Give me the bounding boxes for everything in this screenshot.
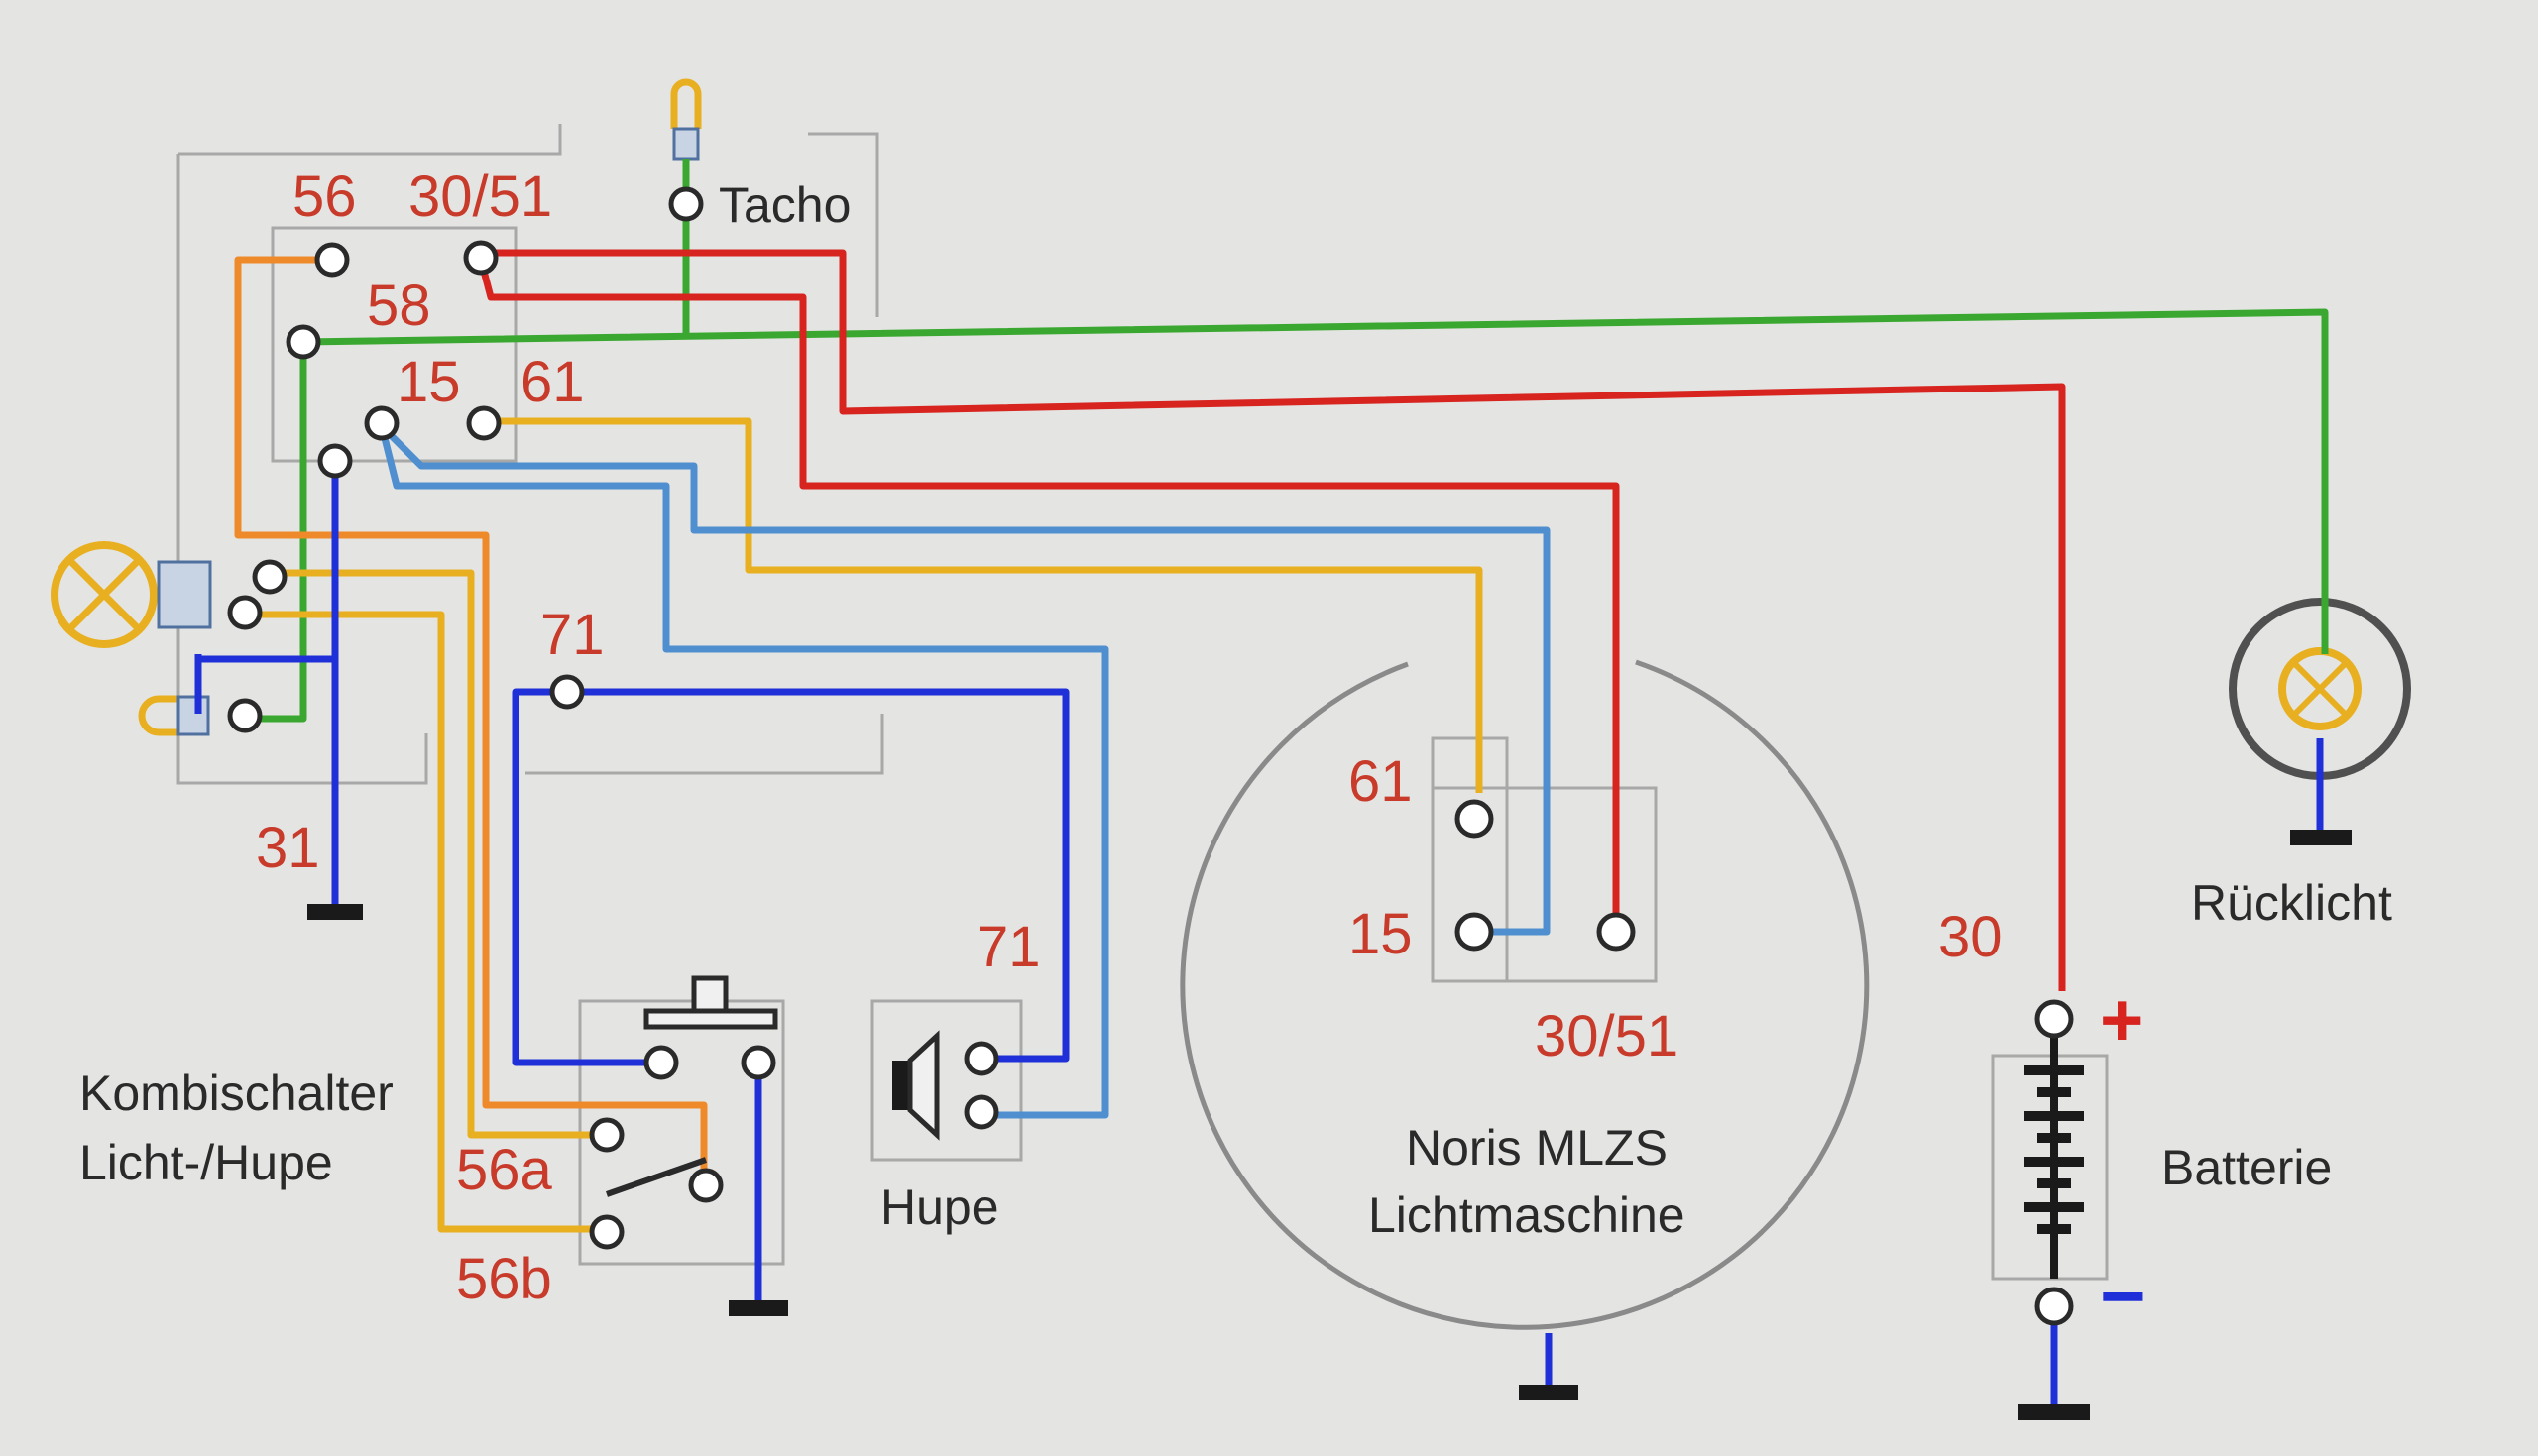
terminal-71-button: [549, 674, 585, 710]
label-58: 58: [367, 274, 431, 338]
terminal-56b: [589, 1214, 625, 1250]
label-generator-line2: Lichtmaschine: [1368, 1187, 1685, 1243]
terminal-61: [466, 405, 502, 441]
terminal-battery-plus: [2034, 999, 2074, 1039]
label-71-button: 71: [540, 603, 605, 667]
label-61: 61: [520, 350, 585, 414]
label-battery-minus: −: [2100, 1252, 2146, 1340]
label-31: 31: [256, 816, 320, 880]
terminal-30-51: [463, 240, 499, 276]
label-ruecklicht: Rücklicht: [2191, 875, 2392, 931]
terminal-15: [364, 405, 400, 441]
terminal-battery-minus: [2034, 1287, 2074, 1326]
label-56b: 56b: [456, 1247, 552, 1311]
ground-bar-icon: [307, 830, 2352, 1420]
indicator-lamp-icon: [138, 695, 210, 736]
terminal-71-horn: [964, 1041, 999, 1076]
horn-button-icon: [606, 975, 778, 1197]
label-kombischalter-line2: Licht-/Hupe: [79, 1135, 333, 1190]
label-generator-line1: Noris MLZS: [1406, 1120, 1668, 1176]
label-gen-30-51: 30/51: [1535, 1004, 1678, 1068]
terminal-gen-30-51: [1596, 912, 1636, 952]
label-56: 56: [292, 165, 357, 229]
label-56a: 56a: [456, 1138, 553, 1202]
terminal-56: [314, 242, 350, 278]
terminal-56a: [589, 1117, 625, 1153]
terminals: [227, 186, 2074, 1326]
terminal-gen-15: [1454, 912, 1494, 952]
battery-cells-icon: [2024, 1034, 2084, 1279]
label-hupe: Hupe: [880, 1179, 999, 1235]
label-tacho: Tacho: [719, 177, 851, 233]
label-30-51: 30/51: [408, 165, 552, 229]
speaker-icon: [892, 1030, 940, 1141]
label-battery-30: 30: [1938, 905, 2003, 969]
tacho-bulb-icon: [670, 78, 702, 161]
label-gen-15: 15: [1348, 902, 1413, 966]
generator-housing: [1180, 659, 1870, 1330]
label-gen-61: 61: [1348, 749, 1413, 814]
label-kombischalter-line1: Kombischalter: [79, 1065, 394, 1121]
terminal-gen-61: [1454, 799, 1494, 839]
terminal-tacho: [668, 186, 704, 222]
headlight-lamp-icon: [51, 541, 212, 648]
label-71-horn: 71: [977, 915, 1041, 979]
label-battery-plus: +: [2100, 978, 2143, 1063]
wires: [194, 159, 2329, 1407]
label-batterie: Batterie: [2161, 1140, 2332, 1195]
terminal-58: [286, 324, 321, 360]
label-15: 15: [397, 350, 461, 414]
terminal-31: [317, 443, 353, 479]
